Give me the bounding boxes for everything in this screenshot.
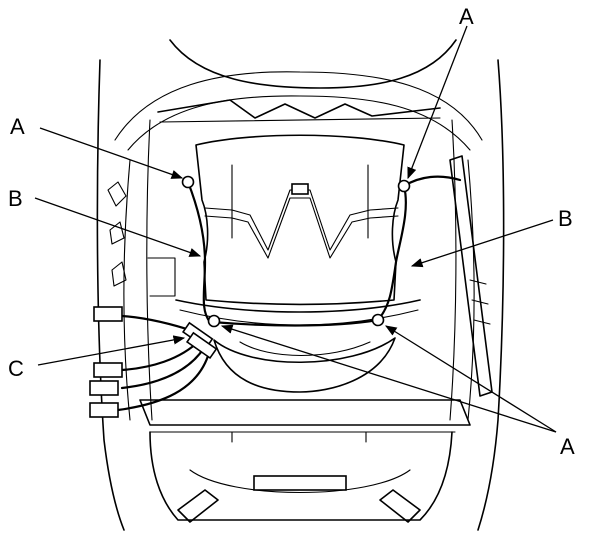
cushion-pan-curve — [189, 469, 411, 494]
lumbar-plate-inner — [239, 341, 371, 357]
right-outer-shell — [477, 59, 505, 531]
callout-b-left: B — [8, 186, 23, 211]
left-side-brackets — [107, 181, 127, 287]
left-outer-shell — [96, 59, 125, 531]
connector-1 — [93, 306, 123, 322]
callout-c: C — [8, 356, 24, 381]
left-rail-foot — [177, 489, 219, 523]
top-frame-bar — [157, 99, 441, 119]
spring-wire — [204, 189, 399, 251]
connector-3 — [89, 380, 119, 396]
cushion-tabs — [231, 431, 367, 443]
harness-left-run — [186, 180, 212, 324]
callout-b-right: B — [558, 206, 573, 231]
leader-b-left — [34, 197, 202, 257]
harness-top-right-branch — [402, 175, 462, 188]
cushion-bracket — [253, 475, 347, 491]
harness-right-run — [376, 184, 407, 322]
connectors — [89, 306, 218, 418]
connector-4 — [89, 402, 119, 418]
left-lever-bracket — [147, 257, 176, 297]
left-frame-rail — [146, 119, 153, 421]
right-bar-marks — [469, 279, 491, 325]
cushion-rear-bar — [139, 399, 471, 426]
callout-a-top: A — [459, 4, 474, 29]
clip-upper-right — [397, 179, 411, 193]
spring-clip — [291, 183, 309, 195]
right-rail-foot — [379, 489, 421, 523]
leader-a-bottom-2 — [385, 325, 557, 433]
top-frame-edge — [159, 117, 441, 123]
back-panel — [195, 134, 405, 306]
wire-harness — [116, 175, 462, 412]
harness-branch-2 — [120, 346, 206, 390]
leader-b-right — [410, 219, 554, 268]
spring-wire-inner — [204, 197, 399, 259]
right-inner-wall — [467, 159, 475, 421]
spring-vertical-rods — [231, 164, 369, 239]
leader-a-left — [39, 127, 184, 179]
connector-bundle-c — [181, 321, 218, 360]
leader-a-bottom-1 — [220, 324, 557, 433]
harness-clips — [181, 175, 411, 328]
clip-lower-left — [207, 314, 221, 328]
clip-lower-right — [371, 313, 385, 327]
headrest-outline — [169, 39, 457, 89]
callout-a-bottom: A — [560, 434, 575, 459]
left-inner-wall — [123, 159, 131, 421]
top-shell-inner — [127, 95, 471, 151]
top-shell-curve — [114, 71, 483, 141]
lumbar-plate — [213, 337, 396, 393]
clip-upper-left — [181, 175, 195, 189]
leader-lines — [34, 25, 557, 433]
leader-c — [37, 335, 186, 366]
harness-branch-3 — [116, 354, 210, 412]
harness-bottom-run — [210, 318, 380, 327]
seat-frame-drawing — [96, 39, 505, 531]
callout-a-left: A — [10, 114, 25, 139]
leader-a-top — [407, 25, 468, 180]
cushion-pan — [149, 431, 453, 521]
callout-labels: A A B B C A — [8, 4, 575, 459]
connector-2 — [93, 362, 123, 378]
